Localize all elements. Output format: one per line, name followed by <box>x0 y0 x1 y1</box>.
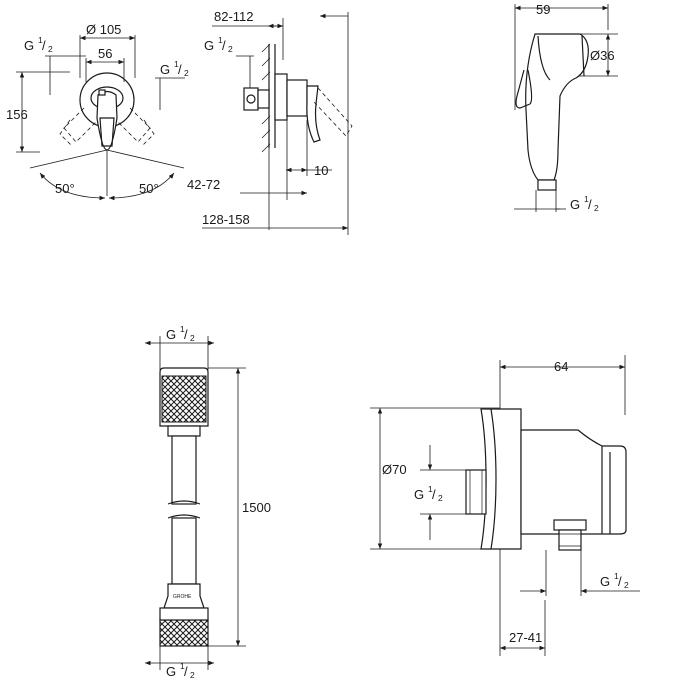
svg-text:G: G <box>600 574 610 589</box>
svg-text:G: G <box>24 38 34 53</box>
svg-text:1: 1 <box>180 324 185 334</box>
offset-label: 10 <box>314 163 328 178</box>
svg-text:2: 2 <box>48 44 53 54</box>
depth-min-label: 42-72 <box>187 177 220 192</box>
thread-label-left: G 1 / 2 <box>24 35 53 54</box>
svg-text:G: G <box>414 487 424 502</box>
wall-depth-label: 82-112 <box>214 9 254 24</box>
thread-label-hose-top: G 1 / 2 <box>166 324 195 343</box>
hose-view: G 1 / 2 GROHE G 1 / 2 1500 <box>145 324 271 680</box>
svg-text:/: / <box>432 487 436 502</box>
height-label: 156 <box>6 107 28 122</box>
angle-left-label: 50° <box>55 181 75 196</box>
hose-length-label: 1500 <box>242 500 271 515</box>
outlet-depth-label: 27-41 <box>509 630 542 645</box>
thread-label-shower: G 1 / 2 <box>570 194 599 213</box>
thread-label-outlet-inlet: G 1 / 2 <box>414 484 443 503</box>
svg-text:G: G <box>570 197 580 212</box>
svg-text:1: 1 <box>38 35 43 45</box>
diameter-label: Ø 105 <box>86 22 121 37</box>
outlet-diameter-label: Ø70 <box>382 462 407 477</box>
spacing-label: 56 <box>98 46 112 61</box>
angle-right-label: 50° <box>139 181 159 196</box>
svg-text:/: / <box>184 327 188 342</box>
shower-diameter-label: Ø36 <box>590 48 615 63</box>
svg-text:G: G <box>166 327 176 342</box>
svg-text:2: 2 <box>228 44 233 54</box>
svg-text:/: / <box>588 197 592 212</box>
svg-text:2: 2 <box>190 333 195 343</box>
svg-text:1: 1 <box>428 484 433 494</box>
mixer-side-view: 82-112 G 1 / 2 10 <box>187 9 353 235</box>
svg-text:2: 2 <box>184 68 189 78</box>
svg-text:1: 1 <box>180 661 185 671</box>
shower-length-label: 59 <box>536 2 550 17</box>
thread-label-hose-bottom: G 1 / 2 <box>166 661 195 680</box>
brand-mark: GROHE <box>173 594 192 600</box>
svg-text:1: 1 <box>174 59 179 69</box>
hand-shower-view: 59 Ø36 G 1 / 2 <box>514 2 618 213</box>
svg-text:1: 1 <box>218 35 223 45</box>
thread-label-right: G 1 / 2 <box>160 59 189 78</box>
svg-text:1: 1 <box>584 194 589 204</box>
thread-label-outlet-outlet: G 1 / 2 <box>600 571 629 590</box>
svg-text:/: / <box>42 38 46 53</box>
svg-text:/: / <box>178 62 182 77</box>
svg-text:/: / <box>222 38 226 53</box>
wall-outlet-view: 64 Ø70 G 1 / 2 <box>370 355 640 656</box>
svg-text:G: G <box>160 62 170 77</box>
svg-text:/: / <box>184 664 188 679</box>
svg-text:2: 2 <box>190 670 195 680</box>
svg-text:G: G <box>204 38 214 53</box>
outlet-width-label: 64 <box>554 359 568 374</box>
svg-text:2: 2 <box>624 580 629 590</box>
svg-text:2: 2 <box>594 203 599 213</box>
depth-total-label: 128-158 <box>202 212 250 227</box>
svg-text:/: / <box>618 574 622 589</box>
thread-label-side: G 1 / 2 <box>204 35 233 54</box>
mixer-front-view: Ø 105 56 G 1 / 2 G 1 / 2 156 <box>6 22 189 201</box>
svg-text:1: 1 <box>614 571 619 581</box>
svg-text:2: 2 <box>438 493 443 503</box>
svg-text:G: G <box>166 664 176 679</box>
